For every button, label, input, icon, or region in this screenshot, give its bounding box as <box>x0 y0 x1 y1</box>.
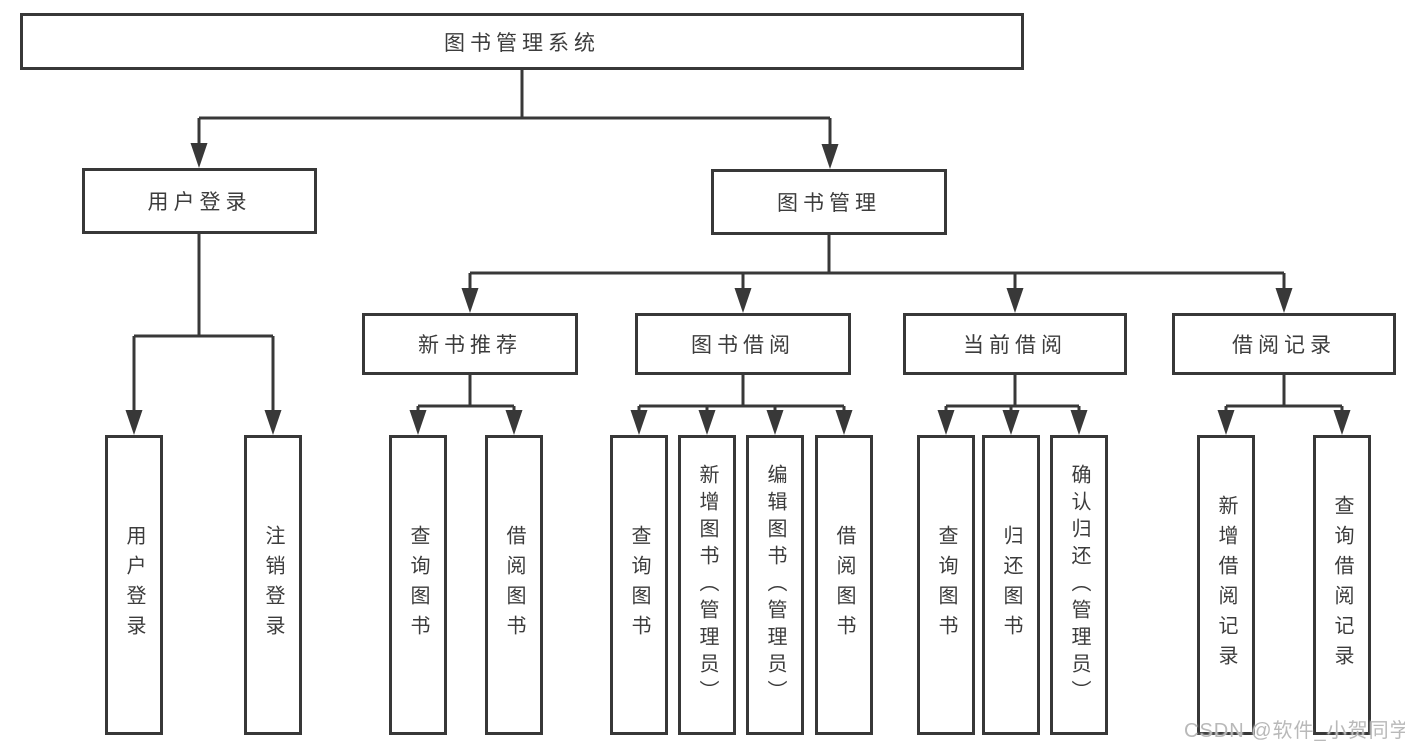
leaf-borrow-books: 借阅图书 <box>815 435 873 735</box>
leaf-query-borrow-record-label: 查询借阅记录 <box>1331 495 1353 675</box>
leaf-query-books-borrow: 查询图书 <box>610 435 668 735</box>
leaf-return-books-label: 归还图书 <box>1000 525 1022 645</box>
node-root: 图书管理系统 <box>20 13 1024 70</box>
node-new-book-recommend: 新书推荐 <box>362 313 578 375</box>
leaf-query-borrow-record: 查询借阅记录 <box>1313 435 1371 735</box>
leaf-user-login: 用户登录 <box>105 435 163 735</box>
node-user-login: 用户登录 <box>82 168 317 234</box>
watermark: CSDN @软件_小贺同学 <box>1184 720 1405 742</box>
leaf-add-book-admin-label: 新增图书（管理员） <box>696 463 718 707</box>
leaf-borrow-books-recommend: 借阅图书 <box>485 435 543 735</box>
leaf-logout: 注销登录 <box>244 435 302 735</box>
leaf-query-books-recommend: 查询图书 <box>389 435 447 735</box>
leaf-confirm-return-admin: 确认归还（管理员） <box>1050 435 1108 735</box>
leaf-query-books-current: 查询图书 <box>917 435 975 735</box>
leaf-user-login-label: 用户登录 <box>123 525 145 645</box>
leaf-borrow-books-recommend-label: 借阅图书 <box>503 525 525 645</box>
arrowheads <box>125 143 1351 435</box>
leaf-query-books-current-label: 查询图书 <box>935 525 957 645</box>
leaf-add-book-admin: 新增图书（管理员） <box>678 435 736 735</box>
leaf-edit-book-admin: 编辑图书（管理员） <box>746 435 804 735</box>
leaf-add-borrow-record-label: 新增借阅记录 <box>1215 495 1237 675</box>
leaf-confirm-return-admin-label: 确认归还（管理员） <box>1068 463 1090 707</box>
leaf-query-books-borrow-label: 查询图书 <box>628 525 650 645</box>
leaf-query-books-recommend-label: 查询图书 <box>407 525 429 645</box>
node-book-management: 图书管理 <box>711 169 947 235</box>
node-current-borrow: 当前借阅 <box>903 313 1127 375</box>
node-borrow-records: 借阅记录 <box>1172 313 1396 375</box>
leaf-return-books: 归还图书 <box>982 435 1040 735</box>
leaf-add-borrow-record: 新增借阅记录 <box>1197 435 1255 735</box>
leaf-logout-label: 注销登录 <box>262 525 284 645</box>
node-book-borrow: 图书借阅 <box>635 313 851 375</box>
leaf-borrow-books-label: 借阅图书 <box>833 525 855 645</box>
leaf-edit-book-admin-label: 编辑图书（管理员） <box>764 463 786 707</box>
